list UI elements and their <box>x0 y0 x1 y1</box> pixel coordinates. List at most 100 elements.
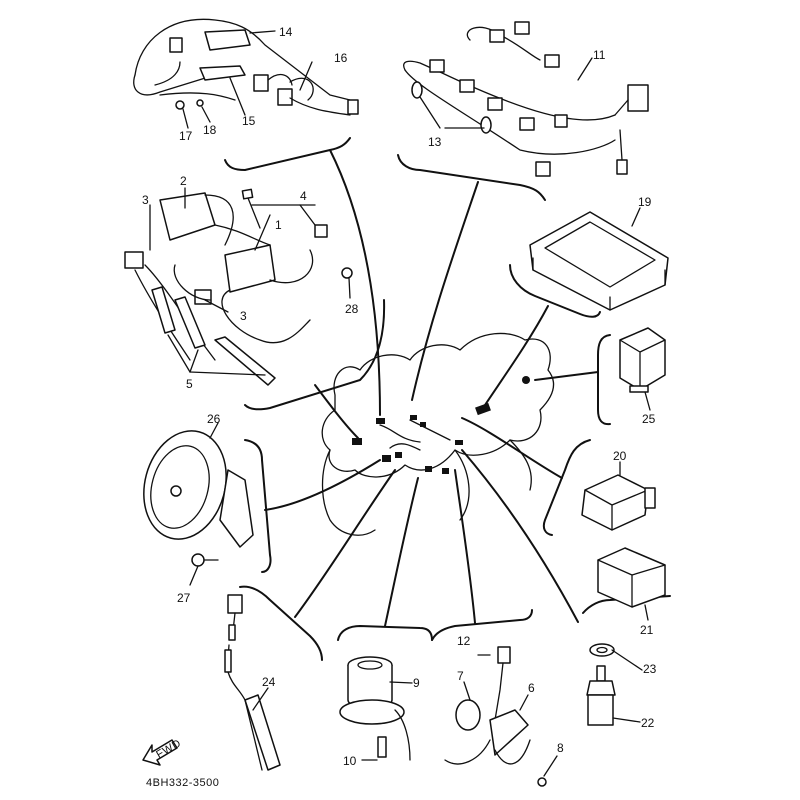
clamp-13 <box>480 116 492 134</box>
connector <box>554 114 568 128</box>
part-code: 4BH332-3500 <box>146 777 219 789</box>
sensor-plate-6 <box>489 709 529 756</box>
connector-dot <box>455 440 463 445</box>
connector <box>487 97 503 111</box>
bolt-27 <box>191 553 205 567</box>
relay-body <box>619 327 666 391</box>
part-ignition-coils <box>124 187 353 386</box>
relay-tab <box>629 385 649 393</box>
bolt-10 <box>377 736 387 758</box>
callout-9: 9 <box>413 676 420 690</box>
part-horn-26 <box>143 422 254 586</box>
part-control-unit-19 <box>529 207 669 311</box>
fwd-arrow: FWD <box>142 737 183 766</box>
part-relay-25 <box>619 327 666 411</box>
connector <box>535 161 551 177</box>
connector-dot <box>475 402 491 416</box>
group-brackets <box>224 137 671 661</box>
ignition-coil-1 <box>224 244 276 293</box>
connector-12 <box>497 646 511 664</box>
part-sensor-6 <box>444 646 558 787</box>
bolt-17 <box>175 100 185 110</box>
switch-15 <box>199 65 246 81</box>
callout-1: 1 <box>275 218 282 232</box>
washer-18 <box>196 99 204 107</box>
plug-cap-5 <box>151 286 176 334</box>
callout-24: 24 <box>262 675 276 689</box>
callout-22: 22 <box>641 716 655 730</box>
connector-dot <box>425 466 432 472</box>
callout-8: 8 <box>557 741 564 755</box>
callout-19: 19 <box>638 195 652 209</box>
callout-14: 14 <box>279 25 293 39</box>
callout-13: 13 <box>428 135 442 149</box>
part-relay-21 <box>597 547 666 621</box>
part-sensor-24 <box>224 594 281 771</box>
callout-4: 4 <box>300 189 307 203</box>
gasket-23 <box>589 643 615 657</box>
callout-3b: 3 <box>240 309 247 323</box>
connector-dot <box>395 452 402 458</box>
connector-dot <box>382 455 391 462</box>
callout-6: 6 <box>528 681 535 695</box>
connector <box>544 54 560 68</box>
callout-3a: 3 <box>142 193 149 207</box>
callout-7: 7 <box>457 669 464 683</box>
main-coupler <box>627 84 649 112</box>
connector-dot <box>376 418 385 424</box>
switch-stem <box>596 665 606 682</box>
clamp-13 <box>411 81 423 99</box>
connector <box>277 88 293 106</box>
horn-bracket <box>219 469 254 548</box>
callout-17: 17 <box>179 129 193 143</box>
switch-nut <box>586 680 616 696</box>
connector <box>459 79 475 93</box>
frame-silhouette <box>321 332 555 536</box>
callout-21: 21 <box>640 623 654 637</box>
connector <box>169 37 183 53</box>
connector-dot <box>442 468 449 474</box>
connector <box>489 29 505 43</box>
part-sender-9 <box>339 656 413 761</box>
callout-5: 5 <box>186 377 193 391</box>
o-ring-7 <box>455 699 481 731</box>
connector <box>514 21 530 35</box>
callout-26: 26 <box>207 412 221 426</box>
clip-4 <box>314 224 328 238</box>
sensor-body <box>244 694 281 771</box>
rectifier-plug <box>644 487 656 509</box>
cap-3 <box>124 251 144 269</box>
connector-dot <box>352 438 362 445</box>
callout-25: 25 <box>642 412 656 426</box>
rectifier-body <box>581 474 649 531</box>
callout-20: 20 <box>613 449 627 463</box>
plug-cap-5 <box>174 296 206 349</box>
callout-27: 27 <box>177 591 191 605</box>
connector-dot <box>410 415 417 420</box>
connector <box>519 117 535 131</box>
callout-16: 16 <box>334 51 348 65</box>
callout-28: 28 <box>345 302 359 316</box>
callout-11: 11 <box>593 48 606 62</box>
callout-2: 2 <box>180 174 187 188</box>
connector-dot <box>420 422 426 427</box>
wire-sleeve <box>224 649 232 673</box>
callout-15: 15 <box>242 114 256 128</box>
screw-8 <box>537 777 547 787</box>
callout-12: 12 <box>457 634 471 648</box>
horn-body <box>143 430 227 540</box>
connector <box>347 99 359 115</box>
part-switch-22 <box>586 643 643 726</box>
fwd-label: FWD <box>154 737 183 761</box>
callout-18: 18 <box>203 123 217 137</box>
connector-dot <box>522 376 530 384</box>
plug-cap-5 <box>214 336 276 386</box>
callout-23: 23 <box>643 662 657 676</box>
fwd-arrow-icon <box>142 739 178 766</box>
clamp-28 <box>341 267 353 279</box>
connector <box>429 59 445 73</box>
part-switch-harness-14-18 <box>133 18 359 129</box>
horn-center <box>170 485 182 497</box>
switch-14 <box>204 29 251 51</box>
